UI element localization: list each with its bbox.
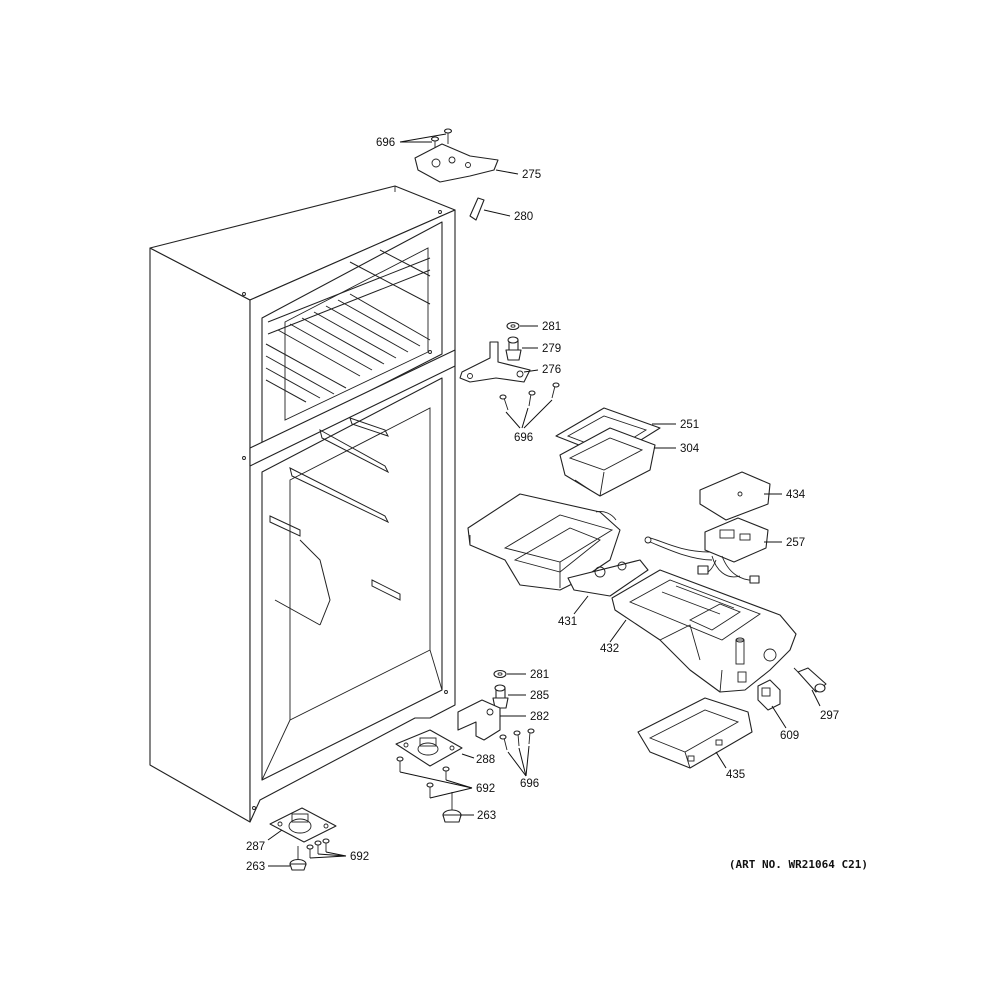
callout-263: 263 <box>477 810 496 822</box>
callout-297: 297 <box>820 710 839 722</box>
hinge-screw-icon <box>430 128 453 152</box>
callout-251: 251 <box>680 419 699 431</box>
board-cover-434 <box>699 471 771 521</box>
callout-279: 279 <box>542 343 561 355</box>
screws-692-lower <box>306 838 330 858</box>
callout-275: 275 <box>522 169 541 181</box>
callout-696: 696 <box>520 778 539 790</box>
callout-696: 696 <box>376 137 395 149</box>
middle-hinge-group <box>459 321 560 411</box>
hinge-screws-696 <box>499 382 560 411</box>
lower-housing-432 <box>611 569 797 693</box>
callout-288: 288 <box>476 754 495 766</box>
callout-276: 276 <box>542 364 561 376</box>
middle-hinge-276 <box>459 341 531 383</box>
hinge-pin-cover-280 <box>469 197 485 221</box>
callout-431: 431 <box>558 616 577 628</box>
callout-257: 257 <box>786 537 805 549</box>
top-hinge-275 <box>414 143 499 183</box>
leveler-263-upper <box>442 792 462 823</box>
roller-bracket-287 <box>269 807 337 843</box>
screws-692-upper <box>396 756 450 798</box>
callout-287: 287 <box>246 841 265 853</box>
callout-282: 282 <box>530 711 549 723</box>
roller-bracket-288 <box>395 729 463 767</box>
callout-281: 281 <box>530 669 549 681</box>
callout-285: 285 <box>530 690 549 702</box>
callout-280: 280 <box>514 211 533 223</box>
callout-432: 432 <box>600 643 619 655</box>
washer-281-top <box>506 321 520 331</box>
control-board-257 <box>704 517 769 563</box>
callout-263: 263 <box>246 861 265 873</box>
top-hinge-group <box>414 128 499 221</box>
callout-609: 609 <box>780 730 799 742</box>
switch-609 <box>757 679 781 711</box>
ice-tray-group <box>555 407 661 497</box>
leveler-263-lower <box>289 846 307 871</box>
callout-304: 304 <box>680 443 700 455</box>
callout-435: 435 <box>726 769 745 781</box>
callout-434: 434 <box>786 489 806 501</box>
callout-labels: 696 275 280 281 279 276 696 251 304 434 … <box>246 137 839 873</box>
lower-hinge-group <box>457 669 535 751</box>
hinge-pin-279 <box>505 336 522 361</box>
callout-696: 696 <box>514 432 533 444</box>
drawer-435 <box>637 697 753 769</box>
hinge-screws-696-lower <box>499 728 535 751</box>
control-board-group <box>644 471 771 584</box>
washer-281-bottom <box>493 669 507 679</box>
thermostat-297 <box>793 667 827 693</box>
leader-lines <box>267 133 821 867</box>
refrigerator-cabinet <box>149 185 456 823</box>
callout-692: 692 <box>476 783 495 795</box>
callout-692: 692 <box>350 851 369 863</box>
hinge-pin-285 <box>492 684 509 709</box>
callout-281: 281 <box>542 321 561 333</box>
drawer-housing-431 <box>467 493 649 597</box>
ice-tray-304 <box>559 427 656 497</box>
lower-hinge-282 <box>457 699 501 741</box>
art-number: (ART NO. WR21064 C21) <box>729 858 868 871</box>
